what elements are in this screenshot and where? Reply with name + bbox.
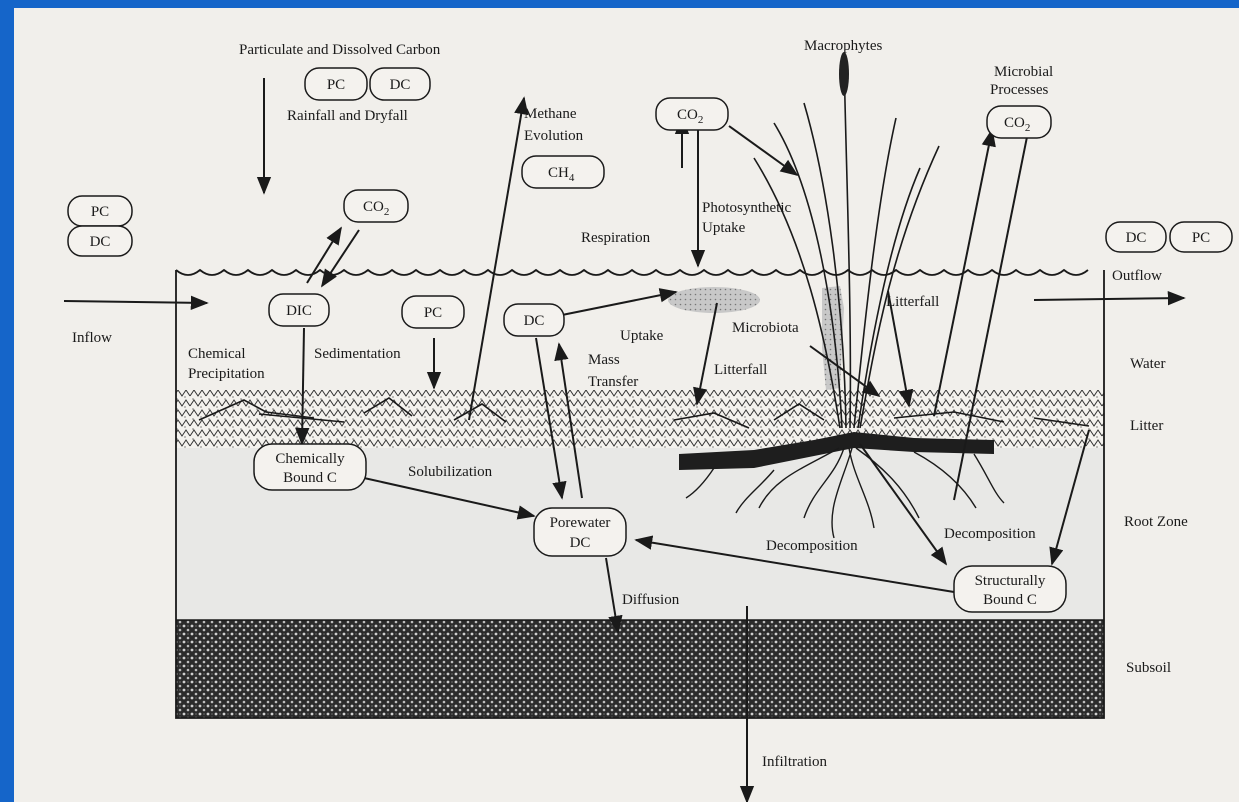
label-methane: Methane	[524, 106, 577, 122]
label-microbiota: Microbiota	[732, 320, 799, 336]
label-decomposition-mid: Decomposition	[766, 538, 858, 554]
label-zone-root: Root Zone	[1124, 514, 1188, 530]
label-processes: Processes	[990, 82, 1048, 98]
label-infiltration: Infiltration	[762, 754, 827, 770]
label-solubilization: Solubilization	[408, 464, 493, 480]
label-rain: Rainfall and Dryfall	[287, 108, 408, 124]
svg-text:Chemically: Chemically	[275, 451, 345, 467]
co2-left-box: CO2	[344, 190, 408, 222]
label-uptake-photo: Uptake	[702, 220, 746, 236]
svg-text:DIC: DIC	[286, 303, 312, 319]
svg-text:PC: PC	[1192, 230, 1210, 246]
svg-text:Bound C: Bound C	[983, 592, 1037, 608]
microbiota-blob	[668, 287, 760, 313]
label-zone-litter: Litter	[1130, 418, 1163, 434]
dc-left-box: DC	[68, 226, 132, 256]
label-macrophytes: Macrophytes	[804, 38, 882, 54]
label-uptake: Uptake	[620, 328, 664, 344]
svg-text:Porewater: Porewater	[550, 515, 611, 531]
label-outflow: Outflow	[1112, 268, 1162, 284]
pc-out-box: PC	[1170, 222, 1232, 252]
label-litterfall-mid: Litterfall	[714, 362, 767, 378]
pc-left-box: PC	[68, 196, 132, 226]
label-evolution: Evolution	[524, 128, 584, 144]
label-photosynthetic: Photosynthetic	[702, 200, 792, 216]
label-litterfall-top: Litterfall	[886, 294, 939, 310]
svg-text:DC: DC	[390, 77, 411, 93]
pc-top-box: PC	[305, 68, 367, 100]
dc-water-box: DC	[504, 304, 564, 336]
subsoil-layer	[176, 620, 1104, 718]
label-decomposition-right: Decomposition	[944, 526, 1036, 542]
porewater-dc-box: Porewater DC	[534, 508, 626, 556]
label-respiration: Respiration	[581, 230, 651, 246]
ch4-box: CH4	[522, 156, 604, 188]
svg-text:DC: DC	[1126, 230, 1147, 246]
wetland-carbon-cycle-diagram: PC DC PC DC CO2 CH4 CO2 CO2 DIC PC DC	[14, 8, 1239, 802]
chemically-bound-c-box: Chemically Bound C	[254, 444, 366, 490]
svg-text:PC: PC	[424, 305, 442, 321]
label-precipitation: Precipitation	[188, 366, 265, 382]
cattail-head	[839, 52, 849, 96]
structurally-bound-c-box: Structurally Bound C	[954, 566, 1066, 612]
pc-water-box: PC	[402, 296, 464, 328]
svg-text:DC: DC	[524, 313, 545, 329]
label-sedimentation: Sedimentation	[314, 346, 401, 362]
label-source-title: Particulate and Dissolved Carbon	[239, 42, 441, 58]
diagram-frame: PC DC PC DC CO2 CH4 CO2 CO2 DIC PC DC	[14, 8, 1239, 802]
label-mass: Mass	[588, 352, 620, 368]
label-transfer: Transfer	[588, 374, 638, 390]
dc-out-box: DC	[1106, 222, 1166, 252]
label-zone-water: Water	[1130, 356, 1165, 372]
co2-right-box: CO2	[987, 106, 1051, 138]
label-zone-subsoil: Subsoil	[1126, 660, 1171, 676]
label-microbial: Microbial	[994, 64, 1053, 80]
svg-text:Bound C: Bound C	[283, 470, 337, 486]
svg-text:Structurally: Structurally	[975, 573, 1046, 589]
dic-box: DIC	[269, 294, 329, 326]
label-chemical: Chemical	[188, 346, 245, 362]
svg-text:DC: DC	[90, 234, 111, 250]
label-inflow: Inflow	[72, 330, 112, 346]
co2-mid-box: CO2	[656, 98, 728, 130]
microbiota-stem-blob	[822, 286, 844, 390]
dc-top-box: DC	[370, 68, 430, 100]
label-diffusion: Diffusion	[622, 592, 680, 608]
svg-text:PC: PC	[327, 77, 345, 93]
svg-text:DC: DC	[570, 535, 591, 551]
svg-text:PC: PC	[91, 204, 109, 220]
